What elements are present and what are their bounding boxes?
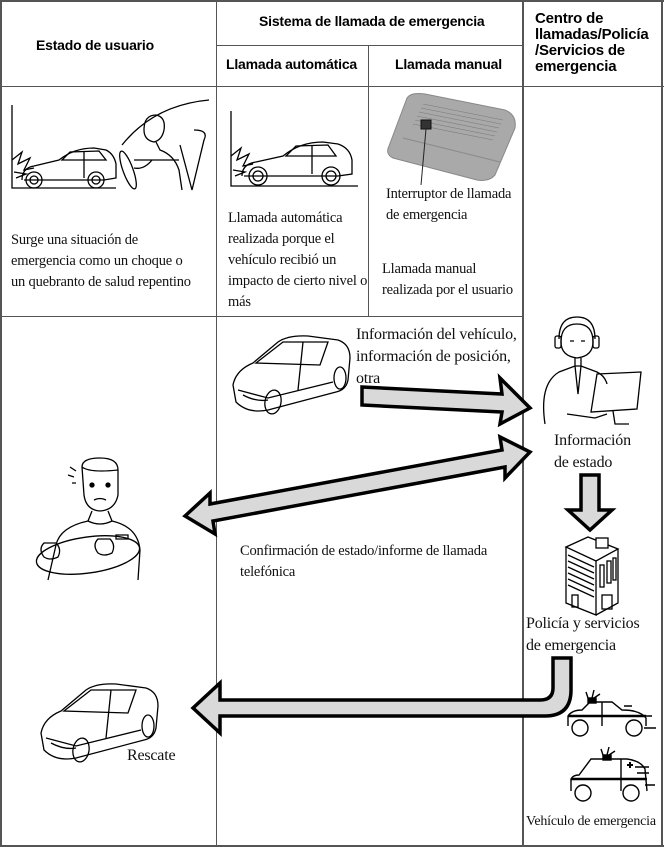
building-icon — [564, 536, 620, 616]
text-line: Información — [554, 432, 631, 449]
car-crash-icon — [230, 111, 358, 187]
text-line: realizada porque el — [228, 231, 335, 247]
worried-driver-icon — [35, 457, 141, 581]
text-line: telefónica — [240, 564, 296, 580]
text-line: emergencia como un choque o — [11, 253, 183, 269]
col-divider-1 — [216, 0, 217, 847]
border-left — [0, 0, 2, 847]
header-center-line: emergencia — [535, 58, 617, 75]
border-right — [661, 0, 663, 847]
status-info-text: Información de estado — [554, 430, 631, 474]
text-line: Interruptor de llamada — [386, 186, 512, 202]
overhead-console-icon — [387, 93, 516, 186]
text-line: Policía y servicios — [526, 615, 640, 632]
text-line: de emergencia — [386, 207, 468, 223]
subheader-divider — [216, 45, 522, 46]
text-line: de emergencia — [526, 637, 616, 654]
text-line: vehículo recibió un — [228, 252, 337, 268]
auto-call-text: Llamada automática realizada porque el v… — [228, 208, 367, 313]
header-auto-call: Llamada automática — [226, 56, 357, 72]
header-user-state: Estado de usuario — [36, 37, 154, 53]
text-line: información de posición, — [356, 348, 511, 365]
header-center: Centro de llamadas/Policía /Servicios de… — [535, 11, 649, 75]
text-line: Confirmación de estado/informe de llamad… — [240, 543, 488, 559]
col-divider-3 — [522, 0, 524, 847]
subcol-divider — [368, 45, 369, 316]
car-crash-icon — [11, 99, 210, 191]
manual-call-text: Llamada manual realizada por el usuario — [382, 259, 513, 301]
text-line: más — [228, 294, 251, 310]
text-line: impacto de cierto nivel o — [228, 273, 368, 289]
text-line: un quebranto de salud repentino — [11, 274, 191, 290]
row-divider — [0, 316, 522, 317]
text-line: Surge una situación de — [11, 232, 139, 248]
header-manual-call: Llamada manual — [395, 56, 502, 72]
text-line: realizada por el usuario — [382, 282, 513, 298]
arrow-down-to-police — [563, 473, 617, 533]
arrow-confirmation-bidirectional — [182, 433, 533, 538]
border-bottom — [0, 845, 664, 847]
text-line: Información del vehículo, — [356, 326, 517, 343]
rescue-text: Rescate — [127, 747, 176, 764]
arrow-rescue — [190, 656, 573, 738]
ambulance-icon — [570, 746, 655, 802]
text-line: otra — [356, 370, 381, 387]
text-line: Llamada manual — [382, 261, 477, 277]
call-operator-icon — [542, 316, 642, 425]
border-top — [0, 0, 664, 2]
police-car-icon — [567, 689, 656, 737]
emergency-vehicle-text: Vehículo de emergencia — [526, 814, 656, 829]
emergency-switch-label: Interruptor de llamada de emergencia — [386, 184, 511, 226]
vehicle-info-text: Información del vehículo, información de… — [356, 324, 517, 390]
text-line: de estado — [554, 454, 613, 471]
police-services-text: Policía y servicios de emergencia — [526, 613, 640, 657]
arrow-vehicle-info — [360, 373, 533, 428]
confirmation-text: Confirmación de estado/informe de llamad… — [240, 541, 487, 583]
user-situation-text: Surge una situación de emergencia como u… — [11, 230, 191, 293]
header-center-line: Centro de — [535, 10, 604, 27]
car-icon — [232, 335, 351, 415]
header-system: Sistema de llamada de emergencia — [259, 13, 485, 29]
header-center-line: llamadas/Policía — [535, 26, 649, 43]
text-line: Llamada automática — [228, 210, 343, 226]
header-divider — [0, 86, 664, 87]
header-center-line: /Servicios de — [535, 42, 625, 59]
car-icon — [40, 683, 159, 763]
